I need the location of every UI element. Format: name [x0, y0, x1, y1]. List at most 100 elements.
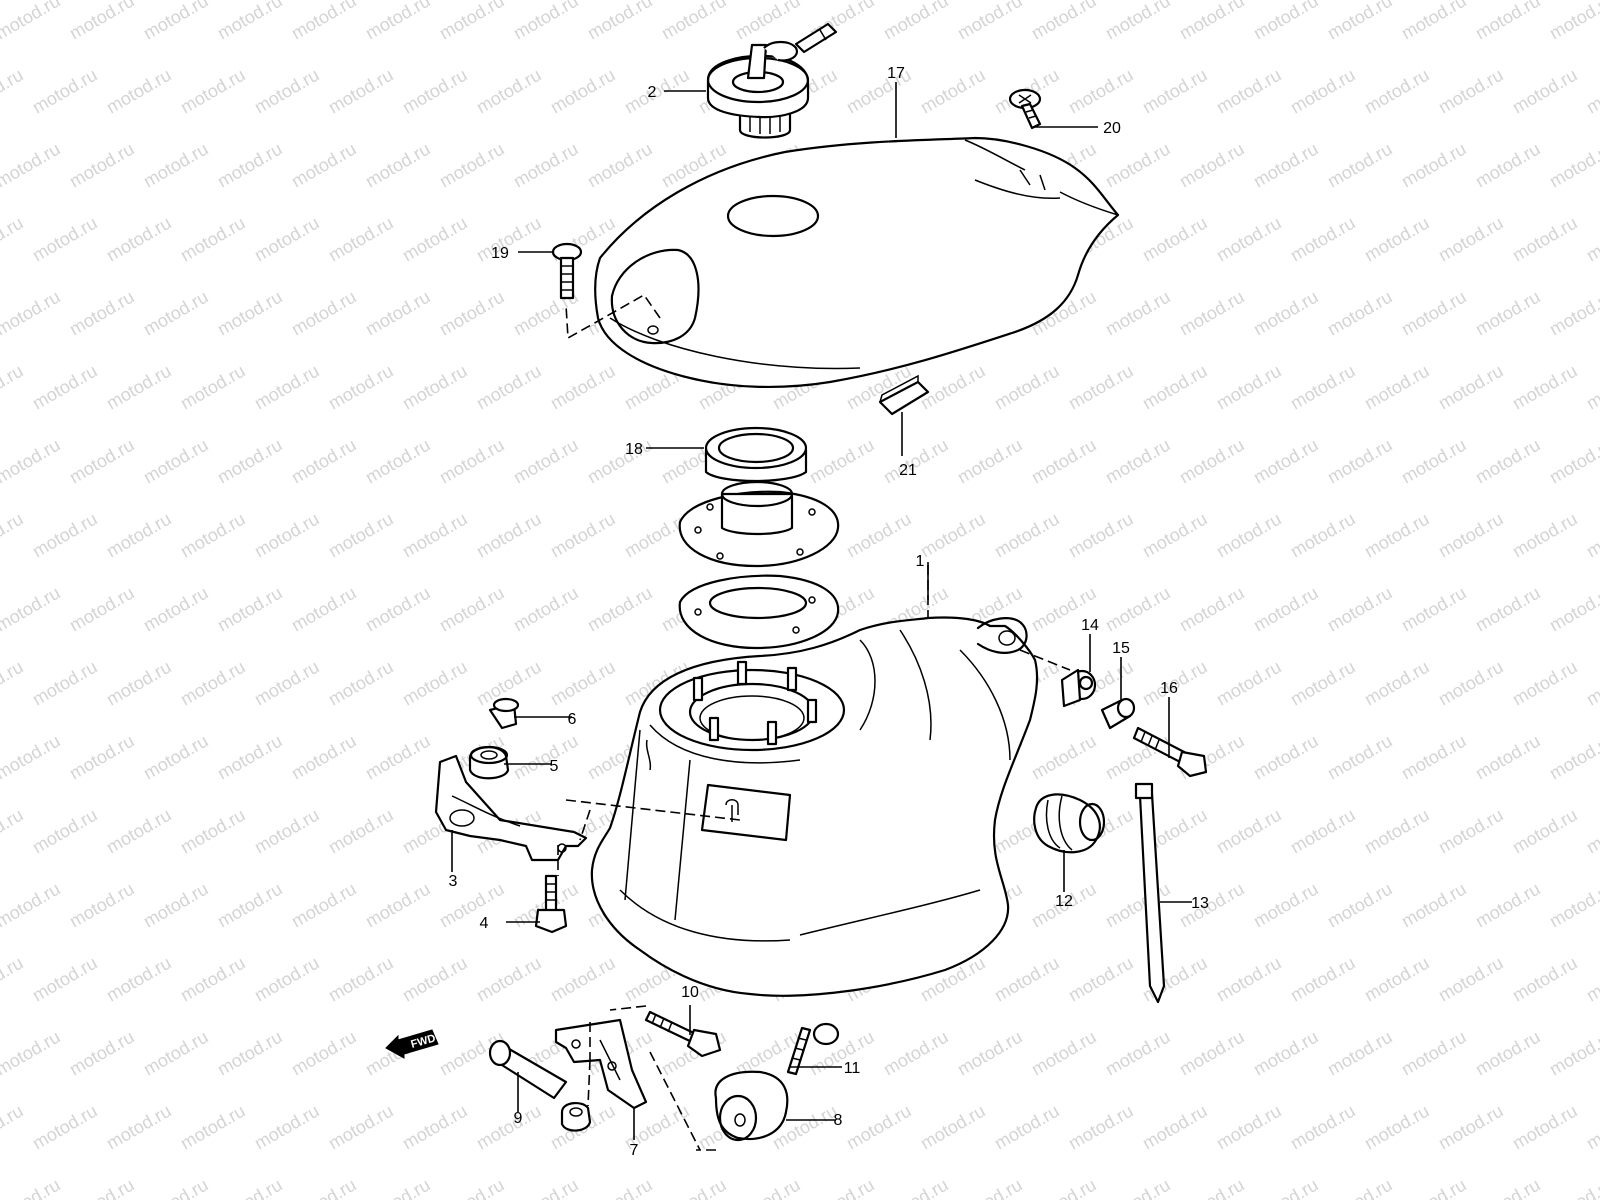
watermark-text: motod.ru	[436, 1175, 508, 1200]
watermark-text: motod.ru	[177, 805, 249, 858]
callout-7: 7	[630, 1142, 639, 1159]
watermark-text: motod.ru	[1028, 0, 1100, 43]
watermark-text: motod.ru	[1361, 65, 1433, 118]
watermark-text: motod.ru	[362, 287, 434, 340]
watermark-text: motod.ru	[1028, 1027, 1100, 1080]
watermark-text: motod.ru	[1102, 1175, 1174, 1200]
watermark-text: motod.ru	[0, 0, 64, 43]
watermark-text: motod.ru	[1324, 0, 1396, 43]
collar-part-15	[1100, 697, 1136, 730]
watermark-text: motod.ru	[140, 139, 212, 192]
callout-21: 21	[899, 462, 917, 479]
watermark-text: motod.ru	[362, 435, 434, 488]
watermark-text: motod.ru	[917, 1101, 989, 1154]
screw-part-19	[551, 242, 583, 300]
watermark-text: motod.ru	[0, 805, 27, 858]
watermark-text: motod.ru	[1324, 583, 1396, 636]
watermark-text: motod.ru	[1213, 953, 1285, 1006]
watermark-text: motod.ru	[66, 1175, 138, 1200]
watermark-text: motod.ru	[1213, 805, 1285, 858]
watermark-text: motod.ru	[140, 731, 212, 784]
watermark-text: motod.ru	[214, 287, 286, 340]
watermark-text: motod.ru	[1509, 65, 1581, 118]
watermark-text: motod.ru	[1102, 879, 1174, 932]
watermark-text: motod.ru	[251, 1101, 323, 1154]
watermark-text: motod.ru	[66, 1027, 138, 1080]
watermark-text: motod.ru	[251, 213, 323, 266]
grommet-part-12	[1033, 793, 1106, 854]
watermark-text: motod.ru	[214, 435, 286, 488]
watermark-text: motod.ru	[510, 731, 582, 784]
watermark-text: motod.ru	[0, 287, 64, 340]
watermark-text: motod.ru	[103, 65, 175, 118]
watermark-text: motod.ru	[0, 65, 27, 118]
watermark-text: motod.ru	[103, 953, 175, 1006]
watermark-text: motod.ru	[1287, 657, 1359, 710]
watermark-text: motod.ru	[1102, 287, 1174, 340]
watermark-text: motod.ru	[288, 1027, 360, 1080]
watermark-text: motod.ru	[1287, 509, 1359, 562]
watermark-text: motod.ru	[1250, 1027, 1322, 1080]
watermark-text: motod.ru	[1583, 953, 1600, 1006]
watermark-text: motod.ru	[1287, 65, 1359, 118]
watermark-text: motod.ru	[1583, 509, 1600, 562]
watermark-text: motod.ru	[1398, 0, 1470, 43]
fwd-arrow-icon: FWD	[385, 1029, 439, 1059]
watermark-text: motod.ru	[1546, 0, 1600, 43]
watermark-text: motod.ru	[214, 1175, 286, 1200]
watermark-text: motod.ru	[140, 1175, 212, 1200]
callout-13: 13	[1191, 895, 1209, 912]
watermark-text: motod.ru	[473, 953, 545, 1006]
watermark-text: motod.ru	[1435, 65, 1507, 118]
watermark-text: motod.ru	[584, 1175, 656, 1200]
watermark-text: motod.ru	[0, 657, 27, 710]
watermark-text: motod.ru	[0, 731, 64, 784]
watermark-text: motod.ru	[103, 213, 175, 266]
watermark-text: motod.ru	[1250, 287, 1322, 340]
watermark-text: motod.ru	[1398, 139, 1470, 192]
watermark-text: motod.ru	[658, 0, 730, 43]
callout-15: 15	[1112, 640, 1130, 657]
watermark-text: motod.ru	[325, 65, 397, 118]
watermark-text: motod.ru	[1509, 805, 1581, 858]
watermark-text: motod.ru	[732, 0, 804, 43]
watermark-text: motod.ru	[806, 1175, 878, 1200]
watermark-text: motod.ru	[325, 657, 397, 710]
watermark-text: motod.ru	[1509, 361, 1581, 414]
watermark-text: motod.ru	[510, 1175, 582, 1200]
watermark-text: motod.ru	[1398, 583, 1470, 636]
watermark-text: motod.ru	[436, 879, 508, 932]
watermark-text: motod.ru	[66, 879, 138, 932]
callout-6: 6	[568, 711, 577, 728]
watermark-text: motod.ru	[177, 361, 249, 414]
watermark-text: motod.ru	[1065, 509, 1137, 562]
watermark-text: motod.ru	[1287, 805, 1359, 858]
watermark-text: motod.ru	[177, 213, 249, 266]
watermark-text: motod.ru	[1065, 65, 1137, 118]
watermark-text: motod.ru	[917, 65, 989, 118]
watermark-text: motod.ru	[1509, 213, 1581, 266]
watermark-text: motod.ru	[1102, 0, 1174, 43]
watermark-text: motod.ru	[66, 139, 138, 192]
watermark-text: motod.ru	[1546, 287, 1600, 340]
watermark-text: motod.ru	[29, 509, 101, 562]
watermark-text: motod.ru	[1102, 583, 1174, 636]
cushion-part-8	[714, 1070, 789, 1142]
watermark-text: motod.ru	[140, 435, 212, 488]
watermark-text: motod.ru	[140, 0, 212, 43]
watermark-text: motod.ru	[1435, 805, 1507, 858]
callout-17: 17	[887, 65, 905, 82]
callout-8: 8	[834, 1112, 843, 1129]
callout-10: 10	[681, 984, 699, 1001]
watermark-text: motod.ru	[325, 361, 397, 414]
watermark-text: motod.ru	[584, 0, 656, 43]
watermark-text: motod.ru	[251, 65, 323, 118]
watermark-text: motod.ru	[991, 953, 1063, 1006]
watermark-text: motod.ru	[66, 287, 138, 340]
watermark-text: motod.ru	[1213, 65, 1285, 118]
watermark-text: motod.ru	[66, 731, 138, 784]
bracket-part-3	[434, 754, 588, 862]
watermark-text: motod.ru	[1250, 731, 1322, 784]
watermark-text: motod.ru	[399, 657, 471, 710]
